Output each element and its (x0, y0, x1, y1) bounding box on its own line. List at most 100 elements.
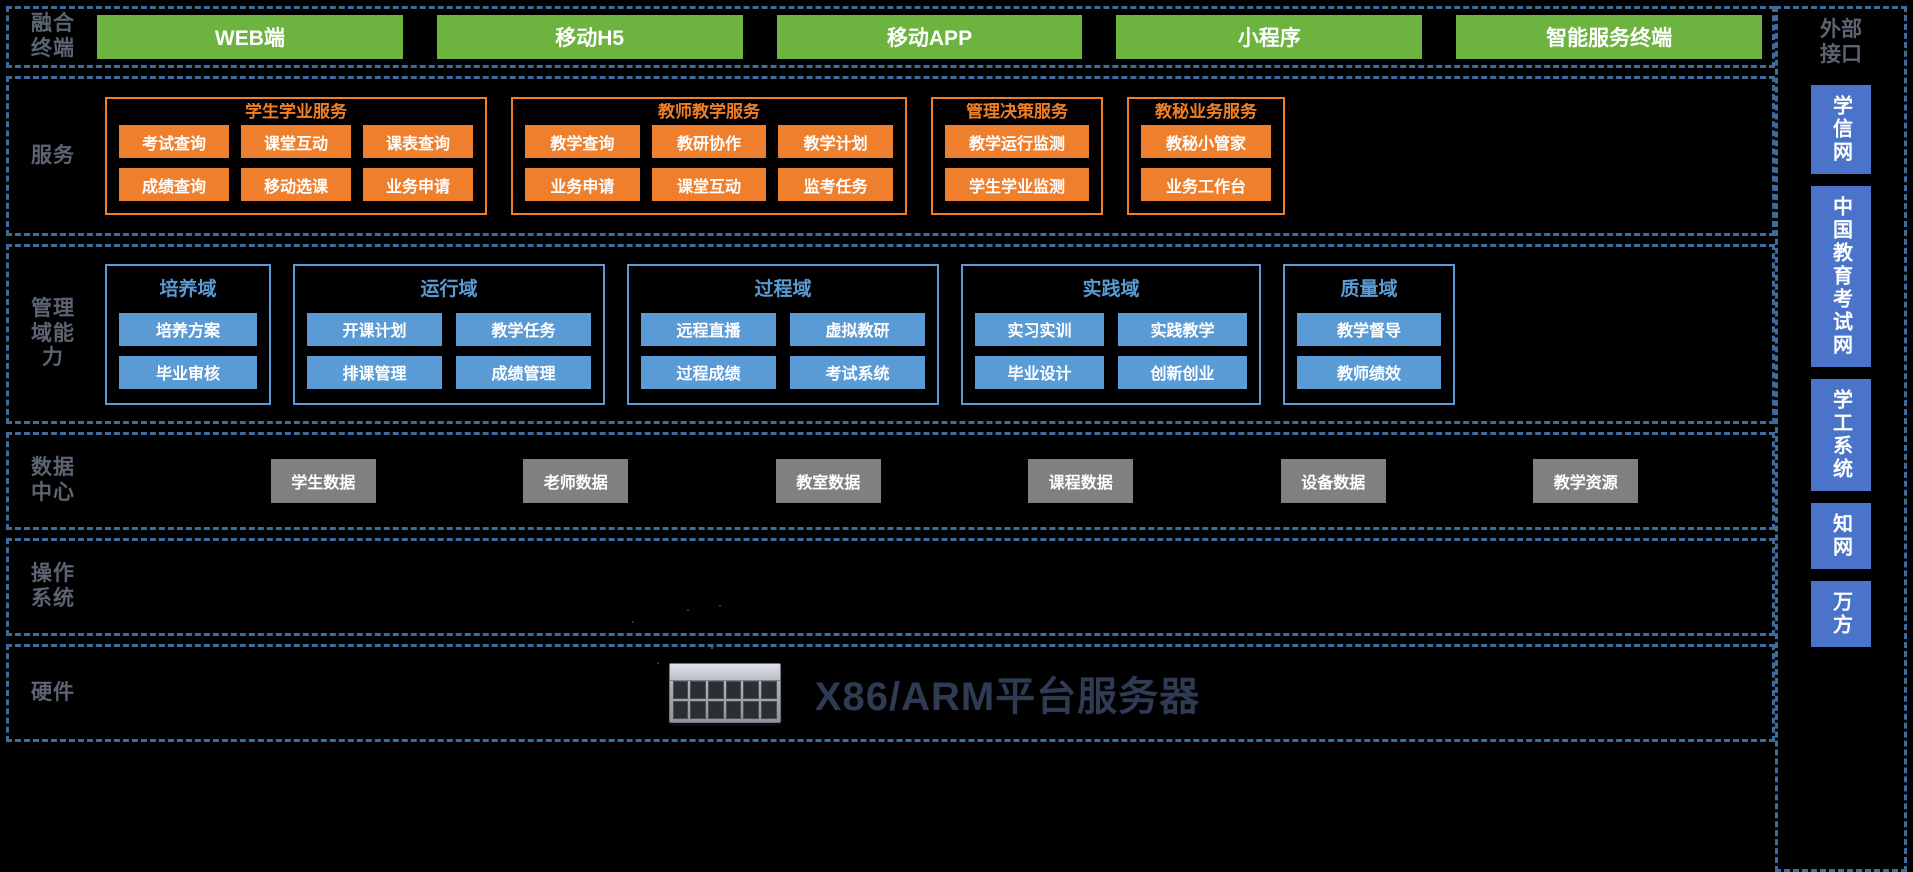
data-item[interactable]: 教学资源 (1533, 459, 1639, 503)
service-button[interactable]: 教学计划 (778, 125, 894, 158)
service-group-student: 学生学业服务 考试查询 课堂互动 课表查询 成绩查询 移动选课 业务申请 (105, 97, 487, 215)
domain-button[interactable]: 实践教学 (1118, 312, 1247, 346)
domain-group-title: 培养域 (159, 278, 217, 300)
service-group-title: 学生学业服务 (245, 103, 347, 121)
service-row: 考试查询 课堂互动 课表查询 (119, 125, 473, 158)
domain-button[interactable]: 排课管理 (307, 355, 442, 389)
service-button[interactable]: 课堂互动 (241, 125, 351, 158)
domain-button[interactable]: 虚拟教研 (790, 312, 925, 346)
service-button[interactable]: 教秘小管家 (1141, 125, 1271, 158)
domain-row: 培养方案 (119, 312, 257, 346)
service-button[interactable]: 业务工作台 (1141, 168, 1271, 201)
data-item[interactable]: 课程数据 (1028, 459, 1134, 503)
band-label-management-domain: 管理域能力 (31, 296, 75, 370)
domain-group-list: 培养域 培养方案 毕业审核 运行域 开课计划 教学任务 (97, 263, 1772, 405)
service-button[interactable]: 监考任务 (778, 168, 894, 201)
service-group-title: 教秘业务服务 (1155, 103, 1257, 121)
band-hardware: 硬件 X86/ARM平台服务器 (6, 644, 1775, 742)
hardware-content: X86/ARM平台服务器 (97, 663, 1772, 723)
domain-button[interactable]: 成绩管理 (456, 355, 591, 389)
external-interface-item[interactable]: 万方 (1811, 581, 1871, 648)
domain-button[interactable]: 实习实训 (975, 312, 1104, 346)
band-label-terminals: 融合终端 (31, 12, 75, 60)
domain-group-operation: 运行域 开课计划 教学任务 排课管理 成绩管理 (293, 263, 605, 405)
domain-row: 毕业设计 创新创业 (975, 355, 1247, 389)
data-item[interactable]: 教室数据 (775, 459, 881, 503)
domain-button[interactable]: 教学任务 (456, 312, 591, 346)
domain-row: 排课管理 成绩管理 (307, 355, 591, 389)
data-item[interactable]: 老师数据 (523, 459, 629, 503)
domain-button[interactable]: 培养方案 (119, 312, 257, 346)
band-services: 服务 学生学业服务 考试查询 课堂互动 课表查询 成绩查询 移动选课 业务 (6, 76, 1775, 236)
domain-button[interactable]: 教师绩效 (1297, 355, 1441, 389)
domain-row: 过程成绩 考试系统 (641, 355, 925, 389)
main-stack: 融合终端 WEB端 移动H5 移动APP 小程序 智能服务终端 服务 学生学业服… (6, 6, 1775, 742)
service-row: 教秘小管家 (1141, 125, 1271, 158)
data-item-list: 学生数据 老师数据 教室数据 课程数据 设备数据 教学资源 (97, 459, 1772, 503)
service-button[interactable]: 成绩查询 (119, 168, 229, 201)
service-button[interactable]: 业务申请 (363, 168, 473, 201)
band-terminals: 融合终端 WEB端 移动H5 移动APP 小程序 智能服务终端 (6, 6, 1775, 68)
service-button[interactable]: 学生学业监测 (945, 168, 1089, 201)
terminal-item[interactable]: WEB端 (97, 15, 403, 59)
service-button[interactable]: 教学查询 (525, 125, 640, 158)
domain-group-quality: 质量域 教学督导 教师绩效 (1283, 263, 1455, 405)
service-button[interactable]: 课表查询 (363, 125, 473, 158)
server-icon (668, 663, 781, 723)
external-interface-item[interactable]: 学工系统 (1811, 379, 1871, 492)
service-group-management: 管理决策服务 教学运行监测 学生学业监测 (931, 97, 1103, 215)
domain-row: 毕业审核 (119, 355, 257, 389)
domain-button[interactable]: 教学督导 (1297, 312, 1441, 346)
service-button[interactable]: 业务申请 (525, 168, 640, 201)
domain-row: 远程直播 虚拟教研 (641, 312, 925, 346)
service-button[interactable]: 教研协作 (651, 125, 767, 158)
external-interface-title: 外部接口 (1820, 18, 1862, 67)
service-row: 业务申请 课堂互动 监考任务 (525, 168, 894, 201)
band-operating-system: 操作系统 (6, 538, 1775, 664)
service-row: 学生学业监测 (945, 168, 1089, 201)
domain-row: 实习实训 实践教学 (975, 312, 1247, 346)
domain-row: 教师绩效 (1297, 355, 1441, 389)
domain-button[interactable]: 考试系统 (790, 355, 925, 389)
band-label-operating-system: 操作系统 (31, 562, 75, 610)
service-button[interactable]: 教学运行监测 (945, 125, 1089, 158)
domain-button[interactable]: 毕业审核 (119, 355, 257, 389)
service-group-teacher: 教师教学服务 教学查询 教研协作 教学计划 业务申请 课堂互动 监考任务 (511, 97, 907, 215)
data-item[interactable]: 学生数据 (270, 459, 376, 503)
service-group-secretary: 教秘业务服务 教秘小管家 业务工作台 (1127, 97, 1285, 215)
domain-button[interactable]: 创新创业 (1118, 355, 1247, 389)
domain-group-title: 质量域 (1340, 278, 1398, 300)
hardware-title: X86/ARM平台服务器 (814, 675, 1201, 719)
domain-row: 教学督导 (1297, 312, 1441, 346)
domain-group-title: 运行域 (420, 278, 478, 300)
service-row: 教学查询 教研协作 教学计划 (525, 125, 894, 158)
terminal-item[interactable]: 智能服务终端 (1456, 15, 1762, 59)
service-group-list: 学生学业服务 考试查询 课堂互动 课表查询 成绩查询 移动选课 业务申请 (97, 97, 1772, 215)
domain-button[interactable]: 开课计划 (307, 312, 442, 346)
external-interface-item[interactable]: 学信网 (1811, 85, 1871, 175)
terminal-item[interactable]: 移动APP (776, 15, 1083, 59)
data-item[interactable]: 设备数据 (1280, 459, 1386, 503)
service-button[interactable]: 移动选课 (241, 168, 351, 201)
external-interface-item[interactable]: 知网 (1811, 503, 1871, 570)
service-row: 教学运行监测 (945, 125, 1089, 158)
domain-button[interactable]: 毕业设计 (975, 355, 1104, 389)
domain-group-title: 实践域 (1082, 278, 1140, 300)
domain-row: 开课计划 教学任务 (307, 312, 591, 346)
service-button[interactable]: 考试查询 (119, 125, 229, 158)
external-interface-item[interactable]: 中国教育考试网 (1811, 186, 1871, 368)
terminal-item[interactable]: 小程序 (1116, 15, 1423, 59)
external-interface-column: 外部接口 学信网 中国教育考试网 学工系统 知网 万方 (1775, 6, 1907, 872)
band-management-domain: 管理域能力 培养域 培养方案 毕业审核 运行域 (6, 244, 1775, 424)
terminal-item[interactable]: 移动H5 (436, 15, 743, 59)
terminal-list: WEB端 移动H5 移动APP 小程序 智能服务终端 (97, 15, 1772, 59)
domain-group-practice: 实践域 实习实训 实践教学 毕业设计 创新创业 (961, 263, 1261, 405)
band-data-center: 数据中心 学生数据 老师数据 教室数据 课程数据 设备数据 教学资源 (6, 432, 1775, 530)
domain-button[interactable]: 远程直播 (641, 312, 776, 346)
service-button[interactable]: 课堂互动 (651, 168, 767, 201)
domain-button[interactable]: 过程成绩 (641, 355, 776, 389)
service-group-title: 管理决策服务 (966, 103, 1068, 121)
service-row: 业务工作台 (1141, 168, 1271, 201)
band-label-data-center: 数据中心 (31, 456, 75, 504)
